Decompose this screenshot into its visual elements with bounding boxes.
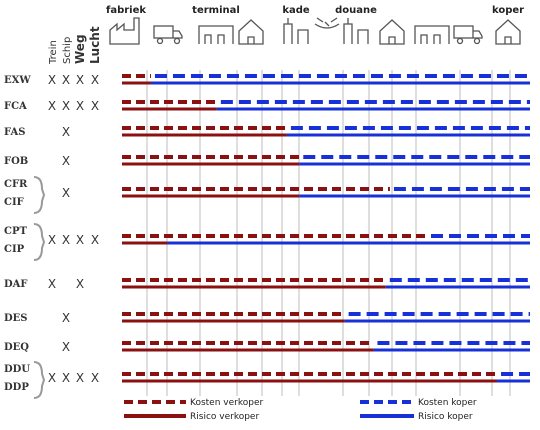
mode-mark-schip: X: [62, 154, 70, 168]
port-crane-icon: [283, 18, 309, 44]
incoterm-row-cfr-cif: CFR CIF X: [4, 176, 530, 214]
incoterm-code-cif: CIF: [4, 197, 24, 208]
mode-mark-lucht: X: [91, 233, 99, 247]
incoterm-code-cip: CIP: [4, 244, 25, 255]
stage-8: [414, 25, 450, 44]
incoterm-code-daf: DAF: [4, 279, 28, 290]
incoterm-code-fob: FOB: [4, 156, 28, 167]
house-icon: [379, 19, 405, 45]
mode-mark-trein: X: [48, 99, 56, 113]
factory-icon: [109, 17, 140, 45]
mode-mark-weg: X: [76, 277, 84, 291]
truck-icon: [153, 25, 183, 45]
incoterm-row-des: DES X: [4, 311, 530, 325]
mode-mark-weg: X: [76, 73, 84, 87]
legend-seller-risk-label: Risico verkoper: [190, 412, 259, 422]
mode-header-lucht: Lucht: [88, 26, 102, 64]
incoterm-row-fob: FOB X: [4, 154, 530, 168]
stage-label-terminal: terminal: [192, 5, 240, 16]
stage-2: terminal: [192, 5, 240, 44]
incoterm-row-daf: DAF X X: [4, 277, 530, 291]
ship-icon: [314, 17, 340, 29]
stage-7: [379, 19, 405, 45]
stage-gridlines: [146, 70, 511, 396]
incoterm-code-cpt: CPT: [4, 226, 27, 237]
stage-0: fabriek: [106, 5, 146, 45]
mode-mark-schip: X: [62, 73, 70, 87]
mode-mark-trein: X: [48, 371, 56, 385]
stage-3: [238, 19, 264, 45]
stage-6: douane: [335, 5, 377, 44]
mode-mark-trein: X: [48, 233, 56, 247]
mode-mark-schip: X: [62, 125, 70, 139]
mode-mark-weg: X: [76, 233, 84, 247]
legend: Kosten verkoper Risico verkoper Kosten k…: [124, 398, 477, 422]
stage-1: [153, 25, 183, 45]
mode-mark-weg: X: [76, 371, 84, 385]
legend-buyer-risk-label: Risico koper: [418, 412, 473, 422]
mode-header-trein: Trein: [48, 40, 59, 65]
incoterm-code-des: DES: [4, 313, 28, 324]
truck-icon: [453, 25, 483, 45]
house-icon: [495, 19, 521, 45]
code-group-brace: [33, 176, 46, 214]
stage-5: [314, 17, 340, 29]
warehouse-icon: [414, 25, 450, 44]
stage-label-koper: koper: [492, 5, 524, 16]
mode-mark-schip: X: [62, 99, 70, 113]
house-icon: [238, 19, 264, 45]
incoterm-code-fca: FCA: [4, 101, 27, 112]
stage-10: koper: [492, 5, 524, 45]
incoterm-row-fas: FAS X: [4, 125, 530, 139]
stage-label-kade: kade: [282, 5, 310, 16]
mode-mark-lucht: X: [91, 371, 99, 385]
stage-4: kade: [282, 5, 310, 44]
mode-mark-schip: X: [62, 371, 70, 385]
incoterm-code-exw: EXW: [4, 75, 31, 86]
mode-mark-schip: X: [62, 186, 70, 200]
stage-9: [453, 25, 483, 45]
stage-label-fabriek: fabriek: [106, 5, 146, 16]
incoterm-code-ddp: DDP: [4, 382, 29, 393]
mode-mark-schip: X: [62, 233, 70, 247]
incoterm-code-deq: DEQ: [4, 342, 29, 353]
warehouse-icon: [198, 25, 234, 44]
mode-mark-schip: X: [62, 340, 70, 354]
legend-seller-costs-label: Kosten verkoper: [190, 398, 263, 408]
mode-mark-lucht: X: [91, 73, 99, 87]
mode-mark-schip: X: [62, 311, 70, 325]
incoterm-code-ddu: DDU: [4, 364, 30, 375]
incoterm-code-cfr: CFR: [4, 179, 28, 190]
mode-mark-trein: X: [48, 73, 56, 87]
mode-header-weg: Weg: [73, 34, 87, 64]
incoterm-row-deq: DEQ X: [4, 340, 530, 354]
code-group-brace: [33, 223, 46, 261]
code-group-brace: [33, 361, 46, 399]
legend-buyer-costs-label: Kosten koper: [418, 398, 477, 408]
mode-mark-weg: X: [76, 99, 84, 113]
mode-mark-lucht: X: [91, 99, 99, 113]
mode-header-schip: Schip: [62, 37, 73, 64]
mode-mark-trein: X: [48, 277, 56, 291]
port-crane-icon: [343, 18, 369, 44]
incoterm-code-fas: FAS: [4, 127, 26, 138]
stage-label-douane: douane: [335, 5, 377, 16]
